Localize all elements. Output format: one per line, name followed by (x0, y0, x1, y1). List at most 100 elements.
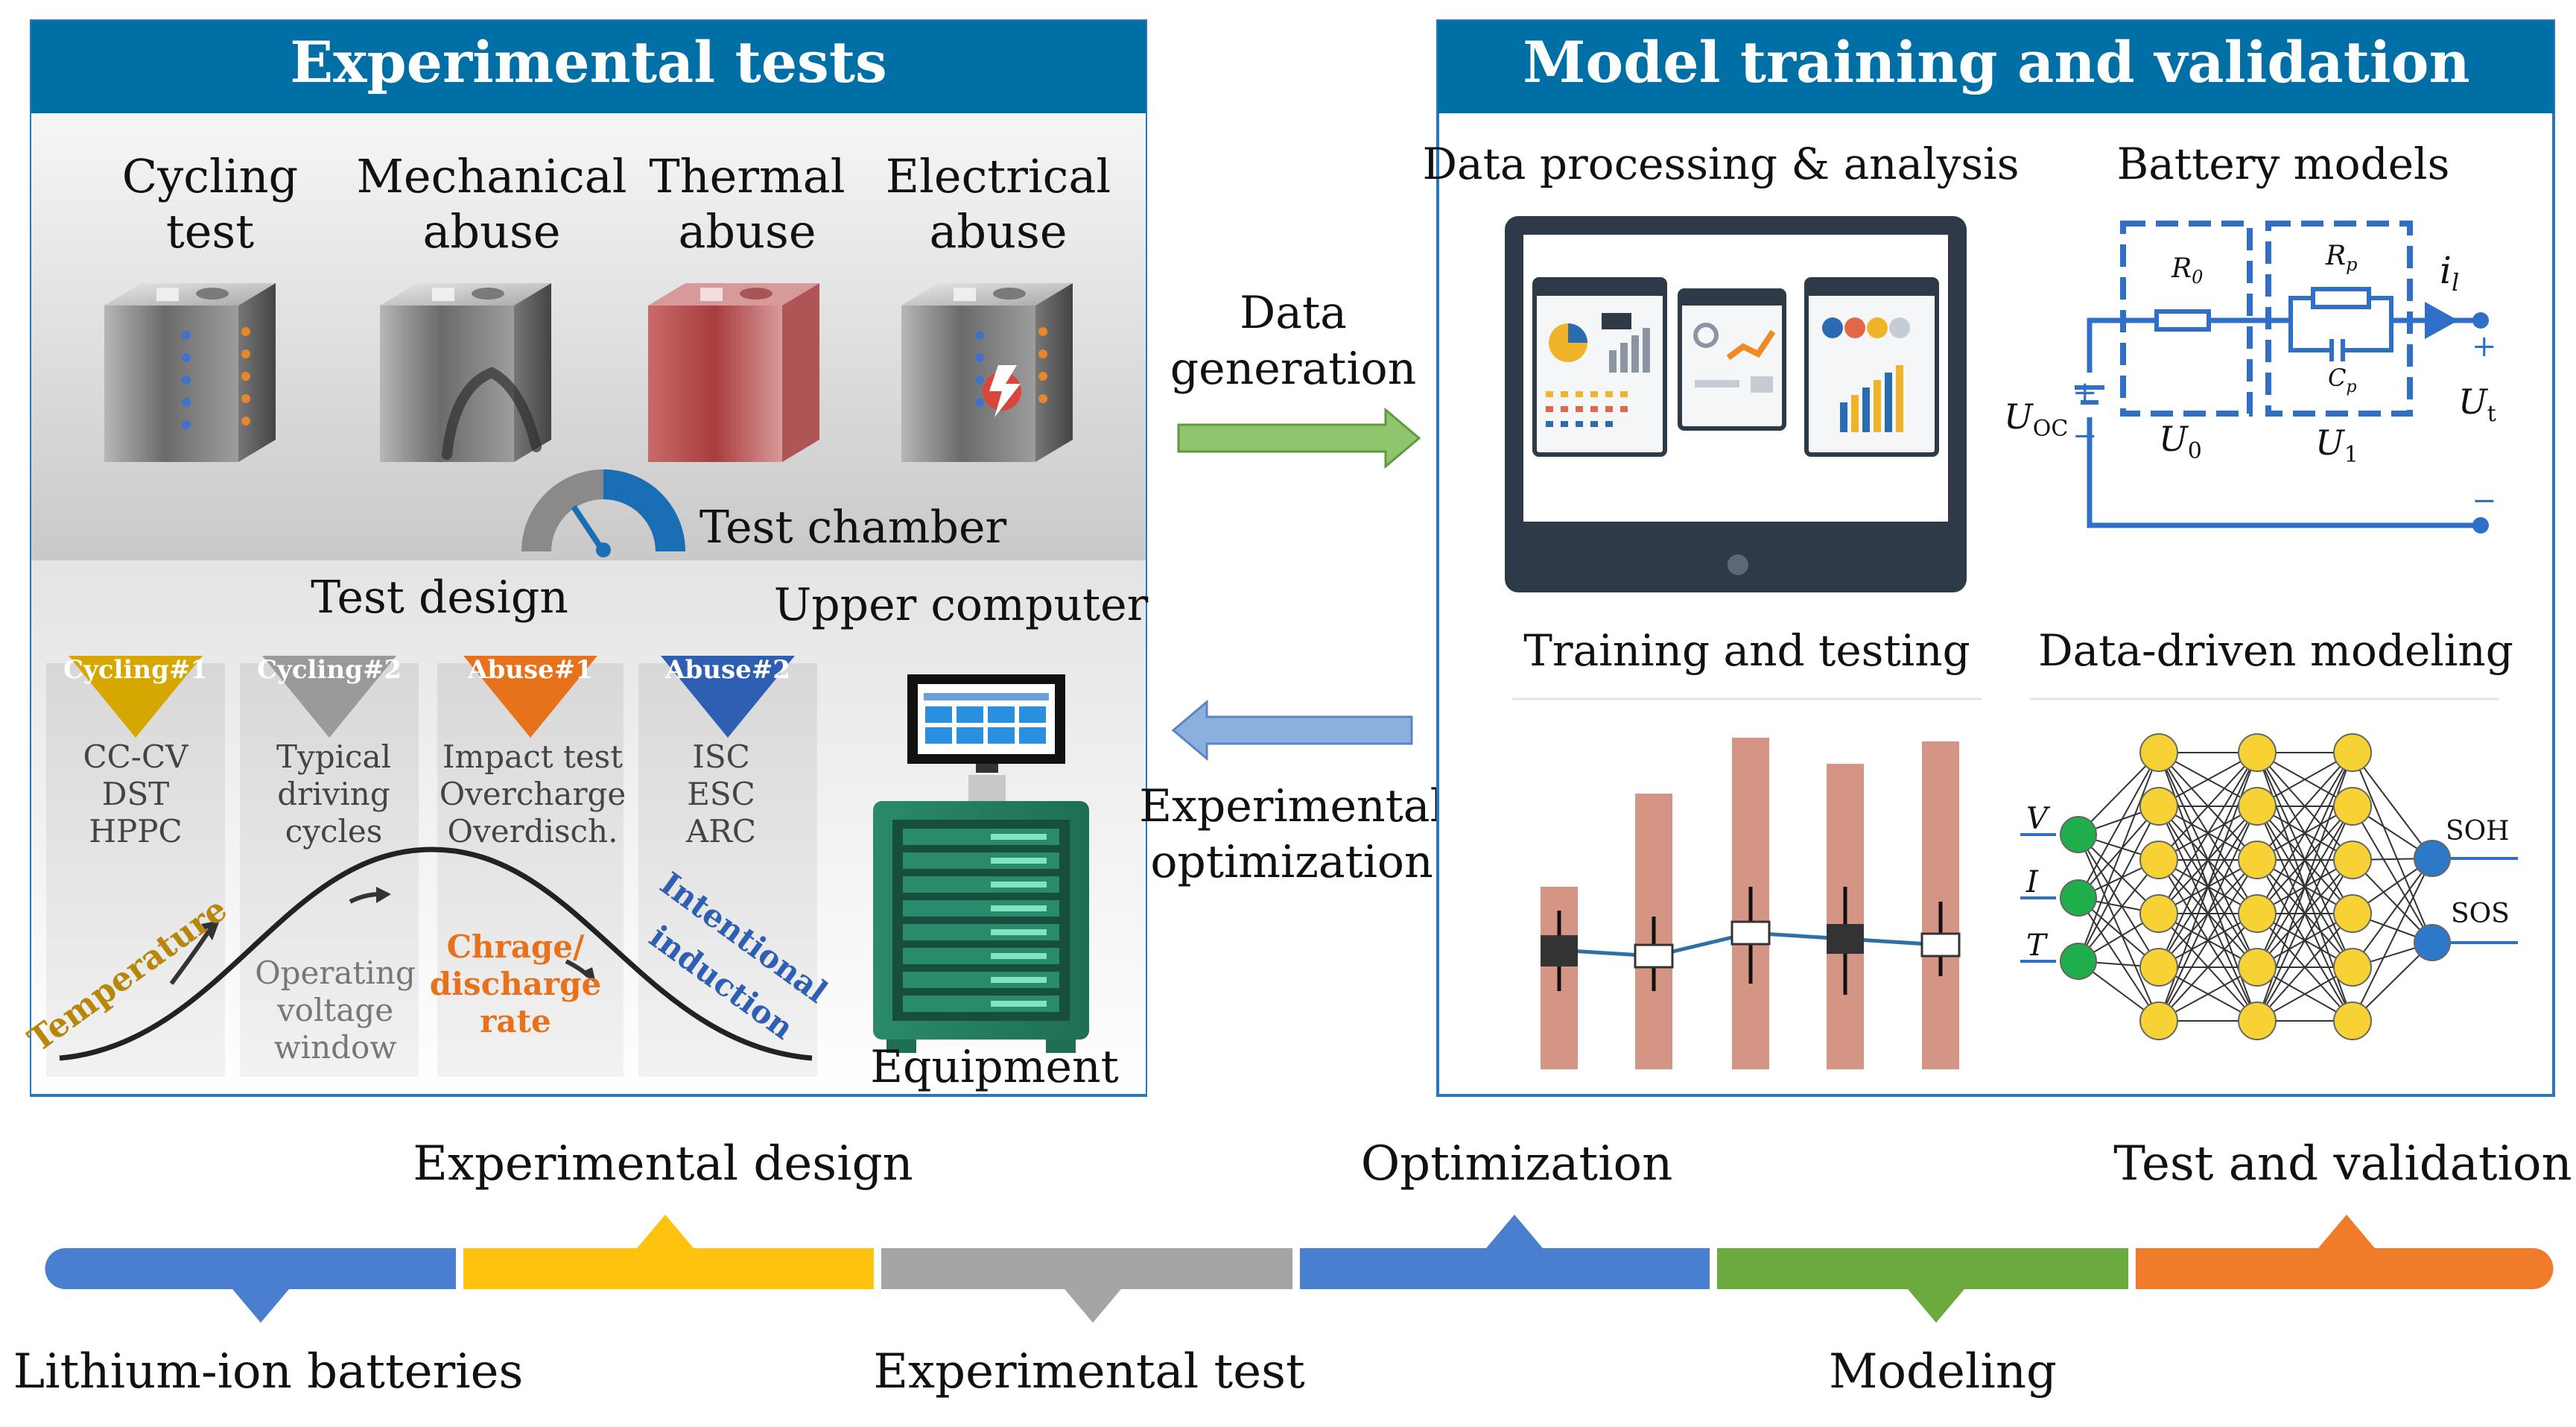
card-tag-cycling-2: Cycling#2 (257, 655, 402, 685)
rack-slot-light (991, 929, 1047, 935)
curve-label-charge: discharge (430, 966, 602, 1002)
test-title-thermal-2: abuse (678, 204, 816, 259)
nn-node-hidden (2139, 787, 2178, 826)
nn-edge (2352, 752, 2433, 859)
timeline-segment-3 (881, 1248, 1292, 1323)
training-testing-label: Training and testing (1523, 625, 1970, 676)
neural-network-diagram (2020, 733, 2518, 1040)
rack-slot-light (991, 1001, 1047, 1007)
nn-input-label-t: T (2026, 928, 2049, 963)
circuit-uoc-label: UOC (2004, 396, 2068, 442)
test-title-thermal-1: Thermal (649, 149, 845, 203)
nn-edge (2352, 752, 2433, 943)
nn-edge (2158, 806, 2258, 1022)
nn-edge (2352, 858, 2433, 1022)
experimental-optimization-arrow (1171, 699, 1413, 762)
nn-node-hidden (2139, 841, 2178, 879)
nn-node-hidden (2139, 1002, 2178, 1040)
rack-slot (903, 829, 1059, 845)
nn-edge (2078, 806, 2160, 899)
card-line: Overdisch. (448, 813, 618, 849)
equipment-rack-icon (873, 775, 1089, 1053)
circuit-minus-right: − (2472, 484, 2497, 518)
nn-node-hidden (2238, 733, 2277, 772)
experimental-optimization-label: optimization (1150, 836, 1433, 888)
current-arrow-icon (2425, 302, 2458, 339)
rack-slot-light (991, 858, 1047, 864)
nn-edge (2256, 752, 2353, 968)
card-tag-abuse-2: Abuse#2 (664, 655, 790, 685)
rack-slot-light (991, 882, 1047, 887)
nn-node-hidden (2333, 1002, 2372, 1040)
circuit-plus-left: + (2072, 376, 2098, 410)
nn-node-input (2060, 943, 2097, 980)
nn-edge (2078, 806, 2160, 962)
rack-slot (903, 924, 1059, 940)
curve-arrows (169, 887, 596, 985)
curve-label-charge: rate (480, 1003, 551, 1040)
nn-node-hidden (2139, 733, 2178, 772)
circuit-il-label: il (2440, 249, 2459, 297)
timeline-bottom-label-lithium: Lithium-ion batteries (13, 1344, 524, 1399)
card-line: ARC (685, 813, 756, 849)
timeline-top-label-optimization: Optimization (1361, 1136, 1673, 1192)
rack-slot (903, 876, 1059, 893)
nn-edge (2158, 752, 2258, 861)
curve-label-operating: voltage (276, 992, 393, 1028)
nn-edge (2078, 834, 2160, 968)
lightning-icon (989, 365, 1021, 417)
card-line: HPPC (89, 813, 182, 849)
nn-edge (2352, 858, 2433, 968)
card-line: driving (277, 776, 390, 812)
nn-edge (2158, 752, 2258, 968)
bell-curve (59, 847, 813, 1061)
data-processing-label: Data processing & analysis (1423, 139, 2020, 189)
circuit-cp-label: Cp (2328, 364, 2357, 396)
battery-circuit-diagram (2075, 221, 2481, 528)
test-title-mechanical-1: Mechanical (356, 149, 626, 203)
circuit-u1-label: U1 (2315, 423, 2358, 468)
test-title-electrical-1: Electrical (886, 149, 1111, 203)
design-card-cycling-2: Cycling#2 Typical driving cycles (240, 655, 419, 1077)
nn-node-hidden (2238, 1002, 2277, 1040)
nn-node-input (2060, 816, 2097, 853)
upper-computer-label: Upper computer (774, 579, 1149, 631)
battery-models-label: Battery models (2117, 139, 2450, 189)
nn-edge (2158, 752, 2258, 914)
nn-edge (2352, 806, 2433, 943)
nn-edge (2256, 806, 2353, 1022)
timeline-top-label-test-validation: Test and validation (2113, 1136, 2572, 1192)
test-title-electrical-2: abuse (929, 204, 1067, 259)
nn-edge (2256, 752, 2353, 861)
data-generation-arrow (1177, 407, 1421, 469)
nn-node-hidden (2238, 894, 2277, 933)
nn-edge (2078, 752, 2160, 962)
nn-node-hidden (2333, 948, 2372, 987)
experimental-optimization-label: Experimental (1139, 780, 1444, 832)
terminal-negative (2472, 517, 2489, 534)
experimental-tests-panel: Experimental tests Cycling test Mechanic… (22, 19, 1149, 1097)
nn-input-label-i: I (2025, 865, 2039, 899)
circuit-rp-label: Rp (2325, 241, 2357, 275)
card-tag-abuse-1: Abuse#1 (467, 655, 593, 685)
design-card-cycling-1: Cycling#1 CC-CV DST HPPC (46, 655, 225, 1077)
data-analysis-monitor-icon (1505, 216, 1967, 592)
nn-node-hidden (2333, 841, 2372, 879)
right-panel-header-bar (1438, 21, 2554, 113)
rack-slot-light (991, 834, 1047, 840)
timeline-segment-4 (1300, 1215, 1710, 1289)
test-chamber-gauge-icon (521, 469, 685, 557)
rack-slot-light (991, 905, 1047, 911)
nn-output-label-soh: SOH (2446, 816, 2510, 847)
nn-node-hidden (2238, 948, 2277, 987)
card-line: CC-CV (83, 738, 189, 775)
test-title-mechanical-2: abuse (422, 204, 560, 259)
card-line: DST (102, 776, 169, 812)
battery-cell-cycling (104, 283, 276, 462)
curve-label-operating: Operating (255, 955, 416, 991)
nn-node-hidden (2139, 894, 2178, 933)
timeline-top-label-experimental-design: Experimental design (413, 1136, 913, 1192)
battery-cell-thermal (648, 283, 819, 462)
